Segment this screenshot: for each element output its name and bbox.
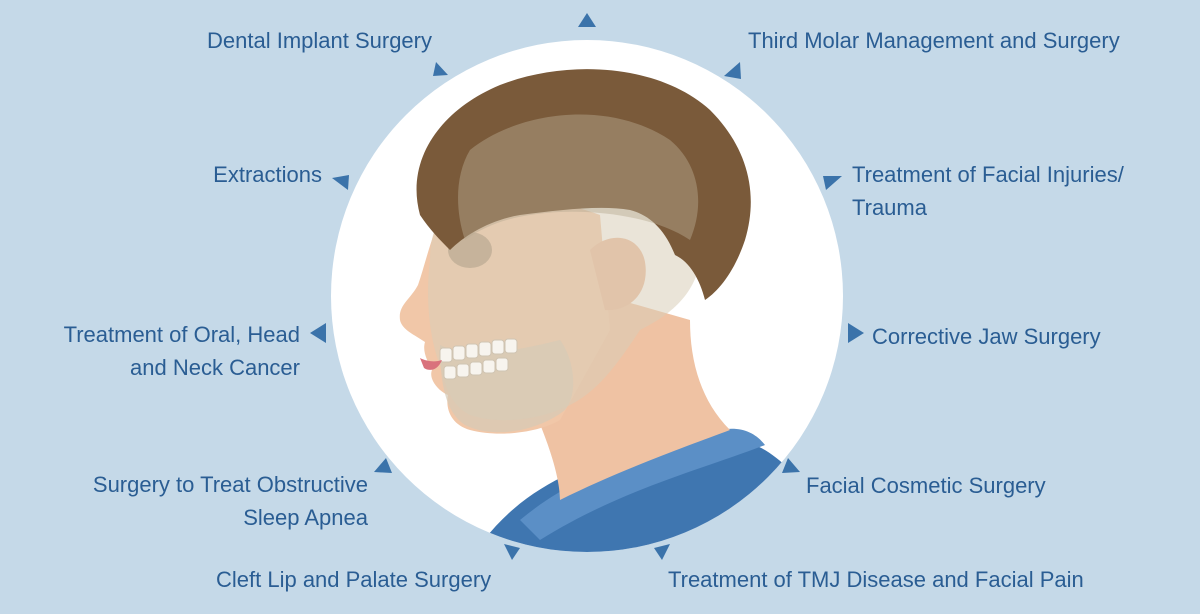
label-oral-cancer: Treatment of Oral, Head and Neck Cancer [20, 318, 300, 384]
marker-top [578, 13, 596, 27]
marker-extractions [332, 175, 349, 190]
marker-facial-cosmetic [782, 458, 800, 473]
label-text: Treatment of TMJ Disease and Facial Pain [668, 567, 1084, 592]
label-text-line2: and Neck Cancer [130, 355, 300, 380]
hair-skull-tint [458, 114, 699, 240]
label-text: Corrective Jaw Surgery [872, 324, 1101, 349]
label-corrective-jaw: Corrective Jaw Surgery [872, 320, 1101, 353]
label-text: Extractions [213, 162, 322, 187]
label-text-line2: Trauma [852, 195, 927, 220]
marker-dental-implant [433, 62, 448, 76]
label-text-line1: Surgery to Treat Obstructive [92, 472, 368, 497]
marker-oral-cancer [310, 323, 326, 343]
label-text-line1: Treatment of Oral, Head [63, 322, 300, 347]
marker-sleep-apnea [374, 458, 392, 473]
label-facial-cosmetic: Facial Cosmetic Surgery [806, 469, 1046, 502]
label-third-molar: Third Molar Management and Surgery [748, 24, 1120, 57]
label-text-line1: Treatment of Facial Injuries/ [852, 162, 1124, 187]
shirt [460, 437, 800, 552]
marker-third-molar [724, 62, 741, 79]
marker-facial-injuries [823, 176, 842, 190]
label-cleft-lip: Cleft Lip and Palate Surgery [216, 563, 491, 596]
lips [420, 358, 442, 370]
marker-corrective-jaw [848, 323, 864, 343]
collar [520, 428, 765, 540]
label-facial-injuries: Treatment of Facial Injuries/ Trauma [852, 158, 1124, 224]
label-text: Dental Implant Surgery [207, 28, 432, 53]
label-sleep-apnea: Surgery to Treat Obstructive Sleep Apnea [30, 468, 368, 534]
label-extractions: Extractions [180, 158, 322, 191]
label-tmj: Treatment of TMJ Disease and Facial Pain [668, 563, 1084, 596]
marker-tmj [654, 544, 670, 560]
hair [416, 69, 751, 300]
label-dental-implant-surgery: Dental Implant Surgery [170, 24, 432, 57]
label-text: Cleft Lip and Palate Surgery [216, 567, 492, 592]
label-text-line2: Sleep Apnea [243, 505, 368, 530]
teeth [439, 338, 518, 380]
label-text: Facial Cosmetic Surgery [806, 473, 1046, 498]
markers [310, 13, 864, 560]
label-text: Third Molar Management and Surgery [748, 28, 1120, 53]
marker-cleft-lip [504, 544, 520, 560]
